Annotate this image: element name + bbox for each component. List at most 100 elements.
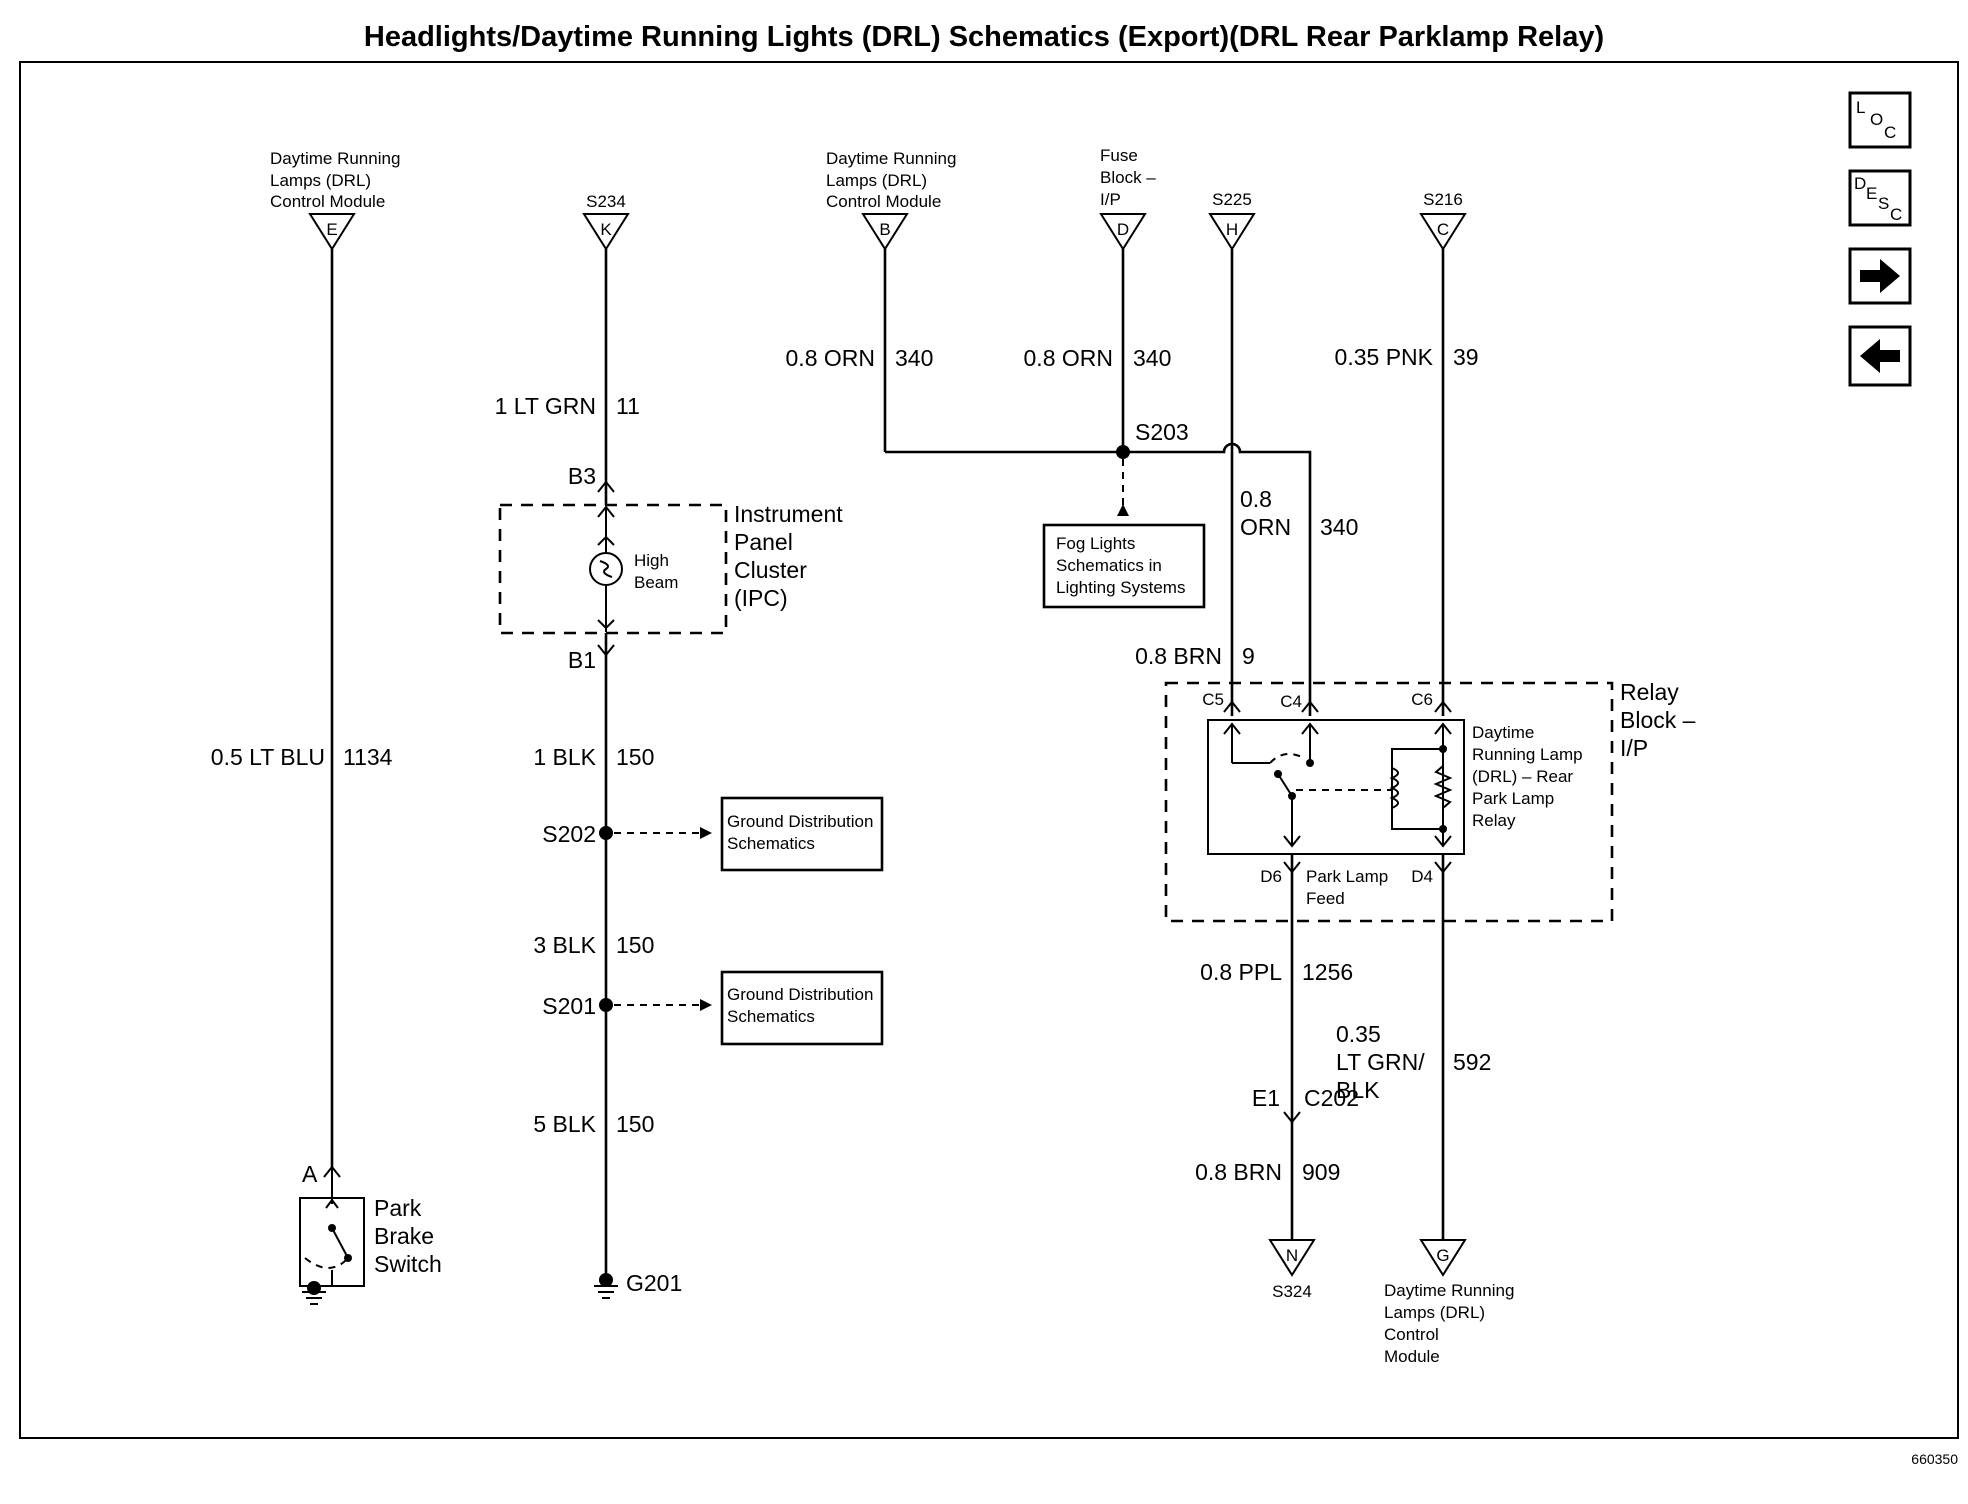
relay-body xyxy=(1207,719,1465,855)
wire-340a-circuit: 340 xyxy=(895,345,933,371)
pin-b3-terminal xyxy=(597,480,615,493)
park-lamp-feed-label-1: Park Lamp xyxy=(1306,867,1388,886)
ground-ref-2-line-1: Ground Distribution xyxy=(727,985,873,1004)
connector-g-label-1: Daytime Running xyxy=(1384,1281,1514,1300)
relay-block-housing xyxy=(1164,681,1614,923)
connector-d-label-3: I/P xyxy=(1100,190,1121,209)
connector-e-symbol xyxy=(308,213,356,251)
wire-340b-gauge: 0.8 ORN xyxy=(1024,345,1113,371)
wire-11-circuit: 11 xyxy=(616,393,640,419)
wire-340a-gauge: 0.8 ORN xyxy=(786,345,875,371)
wire-150a-circuit: 150 xyxy=(616,744,654,770)
ground-ref-2-line-2: Schematics xyxy=(727,1007,815,1026)
wire-1134-circuit: 1134 xyxy=(343,744,393,770)
loc-letter-o: O xyxy=(1870,110,1883,129)
pin-d4: D4 xyxy=(1411,867,1433,886)
relay-label-2: Running Lamp xyxy=(1472,745,1583,764)
wire-592-gauge-3: BLK xyxy=(1336,1077,1380,1103)
page-title: Headlights/Daytime Running Lights (DRL) … xyxy=(364,21,1604,53)
park-brake-label-3: Switch xyxy=(374,1251,442,1277)
connector-k-symbol xyxy=(582,213,630,251)
pin-c6: C6 xyxy=(1411,690,1433,709)
relay-coil-icon xyxy=(1389,767,1399,809)
loc-letter-c: C xyxy=(1884,123,1896,142)
connector-d-label-1: Fuse xyxy=(1100,146,1138,165)
connector-k-pin: K xyxy=(600,220,612,239)
high-beam-indicator xyxy=(589,505,623,632)
connector-c-symbol xyxy=(1419,213,1467,251)
connector-c202-label: C202 xyxy=(1304,1085,1359,1111)
wire-592-circuit: 592 xyxy=(1453,1049,1491,1075)
wire-340b-circuit: 340 xyxy=(1133,345,1171,371)
splice-s203 xyxy=(1116,445,1130,459)
pin-e1-terminal xyxy=(1283,1111,1301,1124)
wire-340c-gauge-1: 0.8 xyxy=(1240,486,1272,512)
wire-9-gauge: 0.8 BRN xyxy=(1135,643,1222,669)
pin-d6: D6 xyxy=(1260,867,1282,886)
wire-1256-gauge: 0.8 PPL xyxy=(1200,959,1282,985)
wire-909-gauge: 0.8 BRN xyxy=(1195,1159,1282,1185)
wire-909-circuit: 909 xyxy=(1302,1159,1340,1185)
connector-g: G Daytime Running Lamps (DRL) Control Mo… xyxy=(1384,1239,1514,1366)
connector-g-label-3: Control xyxy=(1384,1325,1439,1344)
splice-s203-label: S203 xyxy=(1135,419,1189,445)
pin-b1: B1 xyxy=(568,647,596,673)
relay-label-4: Park Lamp xyxy=(1472,789,1554,808)
relay-label-5: Relay xyxy=(1472,811,1516,830)
ground-distribution-ref-2[interactable]: Ground Distribution Schematics xyxy=(720,970,884,1046)
next-page-button[interactable] xyxy=(1848,247,1912,305)
diagram-frame xyxy=(19,61,1959,1439)
ipc-label-4: (IPC) xyxy=(734,585,788,611)
fog-lights-ref[interactable]: Fog Lights Schematics in Lighting System… xyxy=(1042,523,1206,609)
splice-s201 xyxy=(599,998,613,1012)
ground-g201 xyxy=(594,1273,618,1299)
ground-g201-icon xyxy=(599,1273,613,1287)
connector-h-pin: H xyxy=(1226,220,1238,239)
connector-g-label-2: Lamps (DRL) xyxy=(1384,1303,1485,1322)
wire-592-gauge-2: LT GRN/ xyxy=(1336,1049,1425,1075)
wire-150c-gauge: 5 BLK xyxy=(533,1111,596,1137)
relay-label-3: (DRL) – Rear xyxy=(1472,767,1573,786)
wire-150c-circuit: 150 xyxy=(616,1111,654,1137)
connector-d-pin: D xyxy=(1117,220,1129,239)
splice-s202 xyxy=(599,826,613,840)
pin-a: A xyxy=(302,1161,318,1187)
fog-ref-line-1: Fog Lights xyxy=(1056,534,1135,553)
connector-g-pin: G xyxy=(1436,1246,1449,1265)
park-lamp-feed-label-2: Feed xyxy=(1306,889,1345,908)
connector-d-symbol xyxy=(1099,213,1147,251)
ground-distribution-ref-1[interactable]: Ground Distribution Schematics xyxy=(720,796,884,872)
connector-d: Fuse Block – I/P D xyxy=(1099,146,1156,251)
pin-b3: B3 xyxy=(568,463,596,489)
high-beam-label-2: Beam xyxy=(634,573,678,592)
wire-1134-gauge: 0.5 LT BLU xyxy=(211,744,325,770)
wire-9-circuit: 9 xyxy=(1242,643,1255,669)
ipc-label-3: Cluster xyxy=(734,557,807,583)
connector-b-pin: B xyxy=(879,220,890,239)
connector-e: Daytime Running Lamps (DRL) Control Modu… xyxy=(270,149,400,251)
pin-a-terminal xyxy=(323,1165,341,1178)
location-button[interactable]: L O C xyxy=(1848,91,1912,149)
wire-39-gauge: 0.35 PNK xyxy=(1335,344,1434,370)
desc-letter-d: D xyxy=(1854,174,1866,193)
park-brake-label-1: Park xyxy=(374,1195,422,1221)
previous-page-button[interactable] xyxy=(1848,325,1912,387)
description-button[interactable]: D E S C xyxy=(1848,169,1912,227)
connector-h: S225 H xyxy=(1208,190,1256,251)
right-arrow-icon xyxy=(1860,259,1900,293)
high-beam-label-1: High xyxy=(634,551,669,570)
fog-ref-line-2: Schematics in xyxy=(1056,556,1162,575)
drl-rear-park-lamp-relay xyxy=(1207,719,1465,855)
connector-c: S216 C xyxy=(1419,190,1467,251)
park-brake-label-2: Brake xyxy=(374,1223,434,1249)
relay-block-label-3: I/P xyxy=(1620,735,1648,761)
wire-150b-gauge: 3 BLK xyxy=(533,932,596,958)
connector-e-pin: E xyxy=(326,220,337,239)
wire-340c-gauge-2: ORN xyxy=(1240,514,1291,540)
desc-letter-c: C xyxy=(1890,205,1902,224)
relay-block-label-1: Relay xyxy=(1620,679,1679,705)
ground-ref-1-arrow-icon xyxy=(700,827,712,839)
connector-b-label-2: Lamps (DRL) xyxy=(826,171,927,190)
wire-1256-circuit: 1256 xyxy=(1302,959,1353,985)
